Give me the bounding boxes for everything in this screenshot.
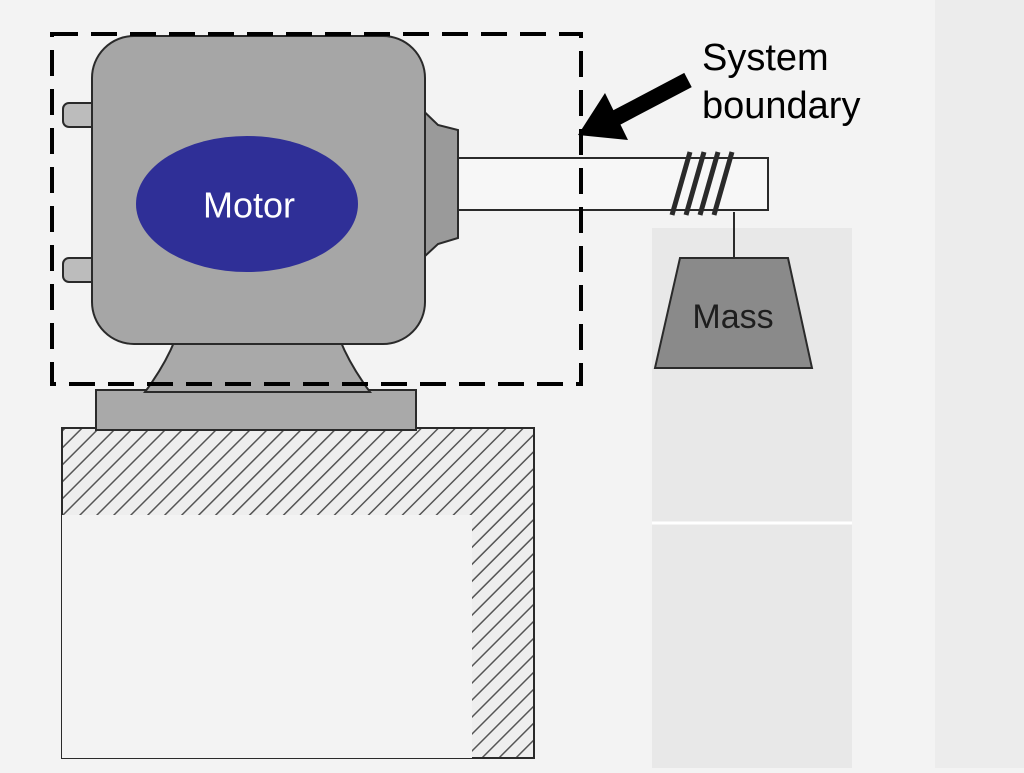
system-boundary-label-line1: System [702,37,829,79]
system-boundary-label-line2: boundary [702,85,860,127]
motor-pedestal [143,339,372,393]
motor-label: Motor [203,185,295,226]
mass-label: Mass [692,298,773,336]
hatched-table [61,427,535,759]
right-margin-panel [935,0,1024,768]
motor-label-badge: Motor [136,136,358,272]
arrow-pointing-left-icon [578,72,692,140]
mass-block: Mass [653,257,814,369]
system-boundary-box [50,32,583,386]
rope-coil [669,151,735,216]
motor-base-plate [95,389,417,431]
